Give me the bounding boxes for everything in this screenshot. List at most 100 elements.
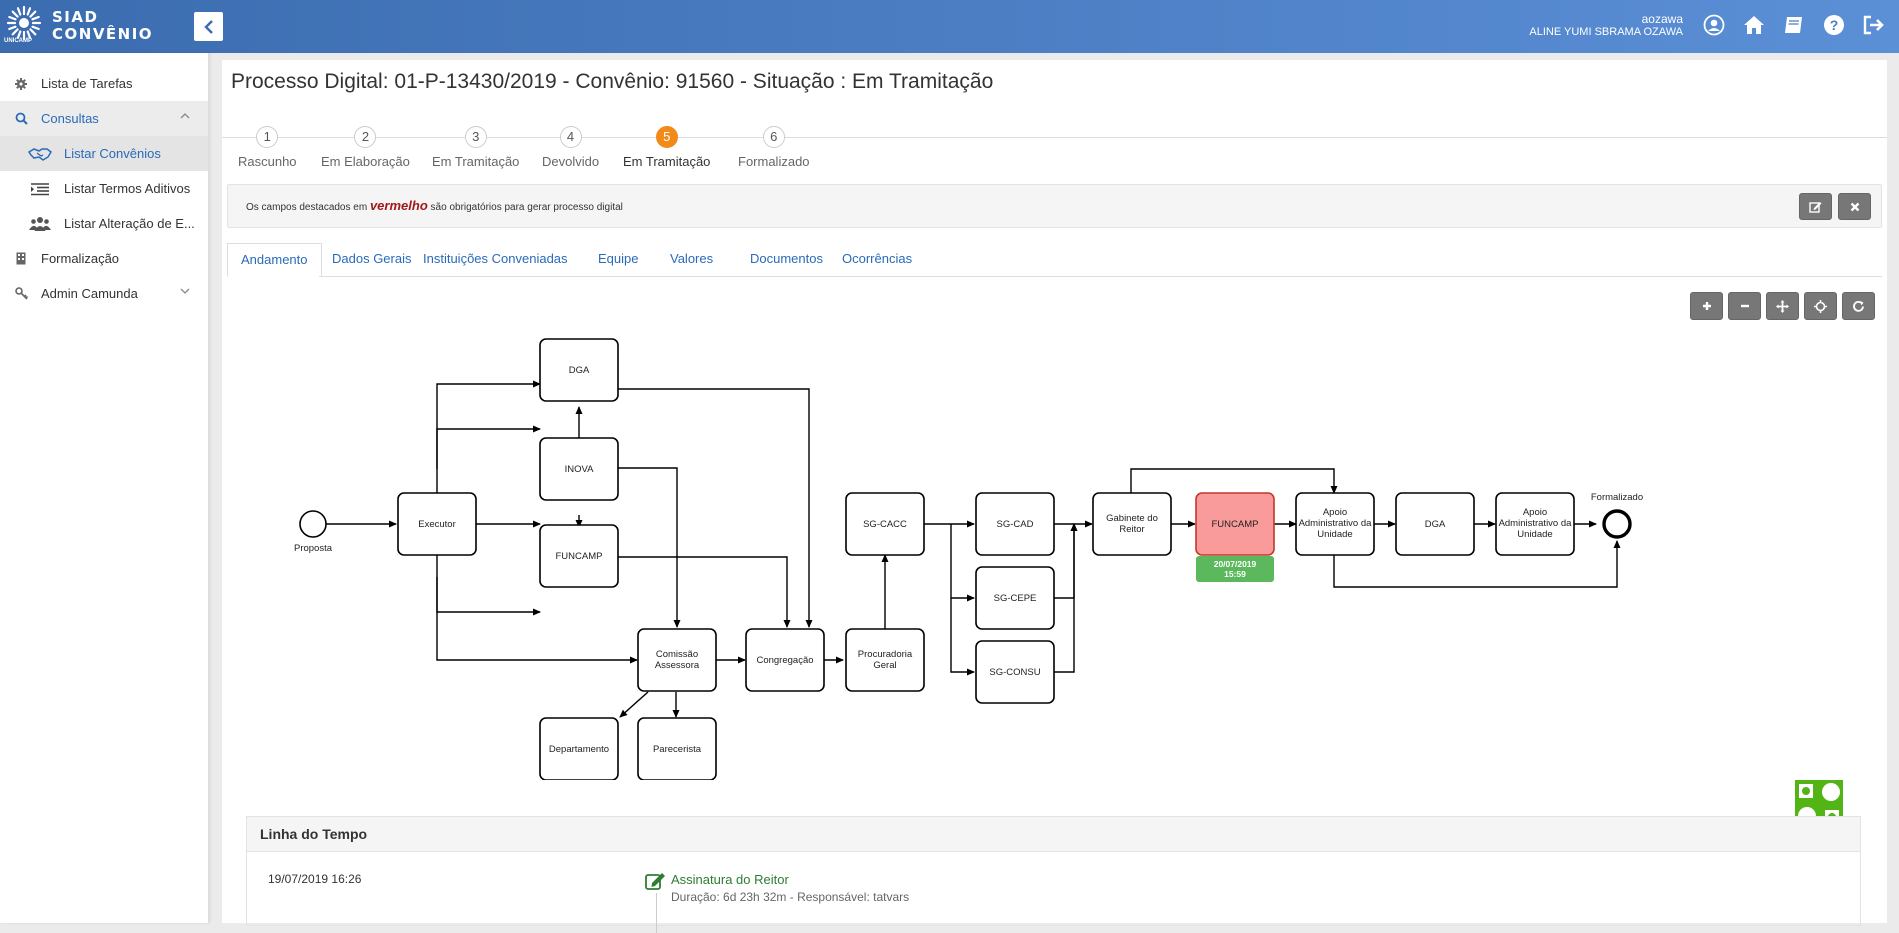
user-info: aozawa ALINE YUMI SBRAMA OZAWA [1529,13,1683,39]
zoom-in-button[interactable] [1690,292,1723,320]
progress-track [222,137,1887,138]
task-dga-final[interactable]: DGA [1395,492,1475,556]
task-label: INOVA [565,464,595,475]
step-label: Formalizado [738,154,810,169]
help-icon[interactable]: ? [1821,12,1847,38]
step-number: 5 [655,126,678,148]
task-label: Gabinete do [1106,513,1158,524]
task-label: Assessora [655,660,700,671]
user-circle-icon[interactable] [1701,12,1727,38]
sidebar-item-lista-de-tarefas[interactable]: Lista de Tarefas [0,66,208,101]
task-funcamp[interactable]: FUNCAMP [539,524,619,588]
tab-instituicoes-conveniadas[interactable]: Instituições Conveniadas [410,243,581,277]
task-sg-cad[interactable]: SG-CAD [975,492,1055,556]
task-dga[interactable]: DGA [539,338,619,402]
task-label: DGA [569,365,590,376]
step-number: 1 [256,126,279,148]
task-inova[interactable]: INOVA [539,437,619,501]
reset-button[interactable] [1842,292,1875,320]
task-label: FUNCAMP [556,551,603,562]
tab-documentos[interactable]: Documentos [737,243,836,277]
step-label: Em Tramitação [432,154,520,169]
step-4[interactable]: 4 Devolvido [542,126,599,169]
task-label: FUNCAMP [1212,519,1259,530]
sidebar-toggle-button[interactable] [194,12,223,41]
user-login: aozawa [1641,12,1683,26]
task-executor[interactable]: Executor [397,492,477,556]
sidebar-item-listar-convenios[interactable]: Listar Convênios [0,136,208,171]
logout-icon[interactable] [1861,12,1887,38]
diagram-zoom-controls [1690,292,1875,320]
step-2[interactable]: 2 Em Elaboração [321,126,410,169]
sidebar-item-formalizacao[interactable]: Formalização [0,241,208,276]
brand-line-2: CONVÊNIO [52,25,154,43]
task-funcamp-current[interactable]: FUNCAMP [1195,492,1275,556]
task-departamento[interactable]: Departamento [539,717,619,780]
task-label: SG-CEPE [994,593,1037,604]
step-number: 2 [354,126,377,148]
svg-text:?: ? [1830,17,1839,33]
sidebar-item-listar-termos-aditivos[interactable]: Listar Termos Aditivos [0,171,208,206]
pan-button[interactable] [1766,292,1799,320]
main-content: Processo Digital: 01-P-13430/2019 - Conv… [222,60,1887,933]
top-bar: UNICAMP SIAD CONVÊNIO aozawa ALINE YUMI … [0,0,1899,53]
step-5[interactable]: 5 Em Tramitação [623,126,710,169]
building-icon [14,252,28,266]
task-parecerista[interactable]: Parecerista [637,717,717,780]
sidebar-item-admin-camunda[interactable]: Admin Camunda [0,276,208,311]
timeline-panel: Linha do Tempo 19/07/2019 16:26 Assinatu… [246,816,1861,933]
edit-button[interactable] [1799,193,1832,220]
sidebar-item-consultas[interactable]: Consultas [0,101,208,136]
edit-document-icon [645,873,665,890]
step-number: 4 [559,126,582,148]
minus-icon [1740,304,1749,308]
top-icons: ? [1701,12,1887,38]
task-sg-cacc[interactable]: SG-CACC [845,492,925,556]
task-sg-consu[interactable]: SG-CONSU [975,640,1055,704]
tab-andamento[interactable]: Andamento [227,243,322,277]
close-button[interactable] [1838,193,1871,220]
sidebar-item-listar-alteracao[interactable]: Listar Alteração de E... [0,206,208,241]
step-number: 6 [762,126,785,148]
step-1[interactable]: 1 Rascunho [238,126,297,169]
book-icon[interactable] [1781,12,1807,38]
tab-ocorrencias[interactable]: Ocorrências [829,243,926,277]
bpmn-diagram: Proposta Formalizado Executor DGA INOVA … [294,338,1643,780]
step-label: Em Tramitação [623,154,711,169]
indent-list-icon [28,182,52,196]
sidebar: Lista de Tarefas Consultas Listar Convên… [0,53,209,923]
app-brand: SIAD CONVÊNIO [52,9,153,43]
tab-valores[interactable]: Valores [657,243,727,277]
close-icon [1850,202,1859,211]
edit-icon [1809,201,1822,213]
step-3[interactable]: 3 Em Tramitação [432,126,519,169]
notice-actions [1799,193,1871,220]
timeline-entry-desc: Duração: 6d 23h 32m - Responsável: tatva… [671,890,910,904]
tab-dados-gerais[interactable]: Dados Gerais [319,243,425,277]
task-congregacao[interactable]: Congregação [745,628,825,692]
task-label: SG-CAD [997,519,1034,530]
task-label: Executor [418,519,456,530]
end-event[interactable] [1602,509,1632,539]
tab-equipe[interactable]: Equipe [585,243,652,277]
start-event[interactable] [299,510,327,538]
end-event-label: Formalizado [1591,492,1643,503]
home-icon[interactable] [1741,12,1767,38]
task-label: Apoio [1323,507,1347,518]
fit-button[interactable] [1804,292,1837,320]
plus-icon [1702,302,1711,310]
task-label: Comissão [656,649,698,660]
sidebar-item-label: Listar Convênios [64,146,161,161]
task-sg-cepe[interactable]: SG-CEPE [975,566,1055,630]
step-number: 3 [464,126,487,148]
task-label: Congregação [756,655,813,666]
notice-text-before: Os campos destacados em [246,202,368,213]
zoom-out-button[interactable] [1728,292,1761,320]
step-6[interactable]: 6 Formalizado [738,126,810,169]
notice-text-after: são obrigatórios para gerar processo dig… [430,202,623,213]
